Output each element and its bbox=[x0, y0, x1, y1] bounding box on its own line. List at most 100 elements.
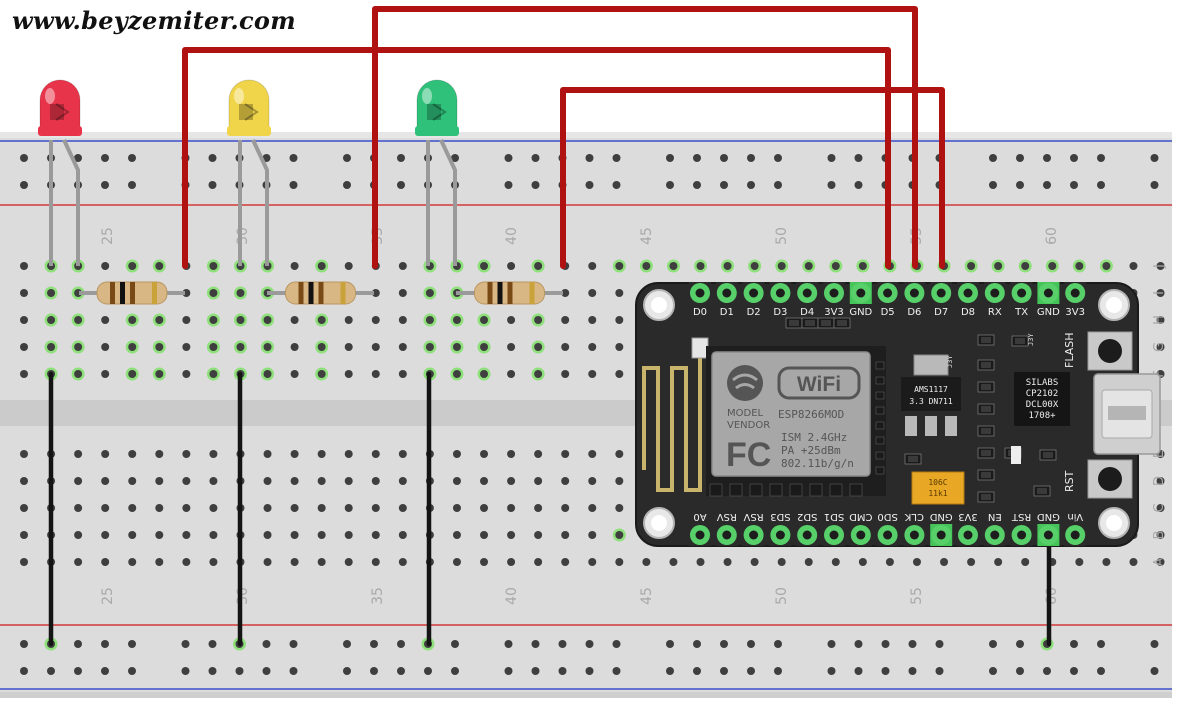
breadboard-hole bbox=[398, 558, 407, 566]
module-pin: RSV bbox=[715, 511, 738, 546]
breadboard-hole bbox=[101, 343, 110, 351]
smd-part bbox=[977, 334, 995, 346]
module-pin: RX bbox=[983, 282, 1006, 318]
breadboard-hole bbox=[317, 262, 326, 270]
breadboard-hole bbox=[480, 343, 489, 351]
breadboard-hole bbox=[452, 531, 461, 539]
breadboard-hole bbox=[182, 531, 191, 539]
rail-hole bbox=[585, 640, 594, 648]
rail-hole bbox=[208, 181, 217, 189]
rail-hole bbox=[666, 154, 674, 162]
rail-hole bbox=[262, 667, 271, 675]
pin-label: RX bbox=[988, 307, 1002, 318]
breadboard-hole bbox=[344, 316, 353, 324]
breadboard-hole bbox=[290, 343, 299, 351]
rail-hole bbox=[370, 667, 378, 675]
breadboard-hole bbox=[263, 558, 272, 566]
breadboard-hole bbox=[317, 370, 326, 378]
breadboard-hole bbox=[1075, 262, 1084, 270]
breadboard-hole bbox=[534, 316, 543, 324]
rail-hole bbox=[531, 667, 540, 675]
breadboard-hole bbox=[561, 450, 570, 458]
breadboard-hole bbox=[561, 477, 570, 485]
column-number: 30 bbox=[235, 587, 251, 605]
module-pin: D0 bbox=[689, 282, 711, 318]
rail-hole bbox=[881, 667, 890, 675]
svg-text:RST: RST bbox=[1063, 470, 1076, 492]
row-letter: A bbox=[1152, 557, 1167, 566]
breadboard-hole bbox=[344, 531, 353, 539]
rail-hole bbox=[451, 667, 459, 675]
breadboard-hole bbox=[47, 343, 56, 351]
rail-hole bbox=[1043, 181, 1051, 189]
breadboard-hole bbox=[155, 504, 164, 512]
breadboard-hole bbox=[452, 343, 461, 351]
breadboard-hole bbox=[398, 531, 407, 539]
rail-hole bbox=[612, 154, 621, 162]
pin-label: GND bbox=[929, 511, 952, 522]
breadboard-hole bbox=[74, 343, 83, 351]
column-number: 50 bbox=[774, 587, 790, 605]
breadboard-hole bbox=[317, 531, 326, 539]
breadboard-hole bbox=[155, 262, 164, 270]
module-pin: 3V3 bbox=[1064, 282, 1087, 318]
breadboard-hole bbox=[101, 316, 110, 324]
breadboard-hole bbox=[1156, 477, 1165, 485]
breadboard-hole bbox=[344, 262, 353, 270]
rail-hole bbox=[343, 667, 351, 675]
rail-hole bbox=[854, 667, 863, 675]
breadboard-hole bbox=[344, 477, 353, 485]
row-letter: I bbox=[1152, 291, 1167, 295]
breadboard-hole bbox=[615, 450, 624, 458]
pin-label: D4 bbox=[800, 307, 814, 318]
breadboard-hole bbox=[480, 262, 489, 270]
led-green bbox=[415, 79, 459, 266]
breadboard-hole bbox=[344, 558, 353, 566]
rail-hole bbox=[666, 667, 674, 675]
smd-part bbox=[817, 317, 835, 329]
row-letter: H bbox=[1152, 315, 1167, 325]
ground-wires bbox=[48, 371, 1052, 647]
rail-hole bbox=[397, 154, 405, 162]
breadboard-hole bbox=[777, 558, 786, 566]
breadboard-hole bbox=[480, 450, 489, 458]
breadboard-hole bbox=[507, 558, 516, 566]
breadboard-hole bbox=[831, 262, 840, 270]
breadboard-hole bbox=[615, 370, 624, 378]
rail-hole bbox=[989, 667, 997, 675]
rail-hole bbox=[612, 181, 621, 189]
breadboard-hole bbox=[480, 316, 489, 324]
breadboard-hole bbox=[452, 370, 461, 378]
breadboard-hole bbox=[561, 316, 570, 324]
flash-button: FLASH bbox=[1063, 331, 1133, 371]
breadboard-hole bbox=[101, 370, 110, 378]
svg-text:11k1: 11k1 bbox=[928, 489, 947, 498]
rail-hole bbox=[585, 154, 594, 162]
smd-part bbox=[1033, 485, 1051, 497]
breadboard-hole bbox=[940, 558, 949, 566]
breadboard-hole bbox=[398, 477, 407, 485]
rail-hole bbox=[531, 154, 540, 162]
breadboard-hole bbox=[534, 370, 543, 378]
row-letter: C bbox=[1152, 503, 1167, 512]
breadboard-hole bbox=[588, 343, 597, 351]
rail-hole bbox=[908, 667, 917, 675]
breadboard-hole bbox=[209, 531, 218, 539]
pin-label: D3 bbox=[773, 307, 787, 318]
rail-hole bbox=[20, 181, 28, 189]
rail-hole bbox=[558, 667, 567, 675]
rail-hole bbox=[612, 667, 621, 675]
column-number: 25 bbox=[100, 587, 116, 605]
rail-hole bbox=[504, 181, 513, 189]
breadboard-hole bbox=[371, 316, 380, 324]
smd-part bbox=[977, 469, 995, 481]
breadboard-hole bbox=[101, 450, 110, 458]
breadboard-hole bbox=[317, 558, 326, 566]
module-pin: TX bbox=[1010, 282, 1033, 318]
breadboard-hole bbox=[561, 558, 570, 566]
module-pin: D5 bbox=[876, 282, 899, 318]
smd-part bbox=[977, 381, 995, 393]
breadboard-hole bbox=[20, 558, 28, 566]
resistor bbox=[79, 281, 185, 305]
rail-hole bbox=[1070, 667, 1078, 675]
